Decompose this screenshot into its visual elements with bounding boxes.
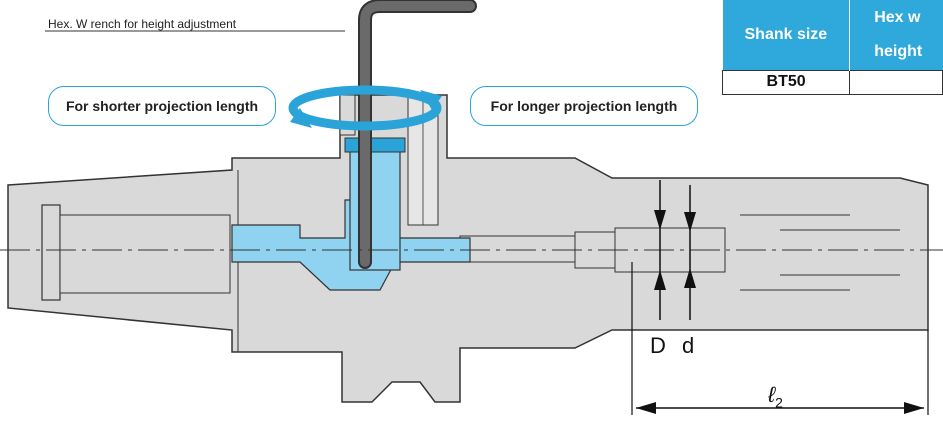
row-hex-value bbox=[849, 69, 943, 95]
shorter-projection-callout: For shorter projection length bbox=[48, 86, 276, 126]
dimension-D: D bbox=[650, 333, 666, 358]
row-shank-BT50: BT50 bbox=[721, 69, 851, 95]
header-hex-line2: height bbox=[849, 35, 943, 70]
header-hex-line1: Hex w bbox=[849, 0, 943, 35]
spec-table: Shank size Hex w height BT50 bbox=[721, 0, 943, 95]
header-shank-size: Shank size bbox=[722, 0, 851, 70]
dimension-l2: ℓ2 bbox=[768, 382, 783, 411]
dimension-d: d bbox=[682, 333, 695, 358]
rotation-arrow bbox=[288, 85, 442, 131]
longer-projection-callout: For longer projection length bbox=[470, 86, 698, 126]
wrench-label: Hex. W rench for height adjustment bbox=[48, 17, 237, 31]
